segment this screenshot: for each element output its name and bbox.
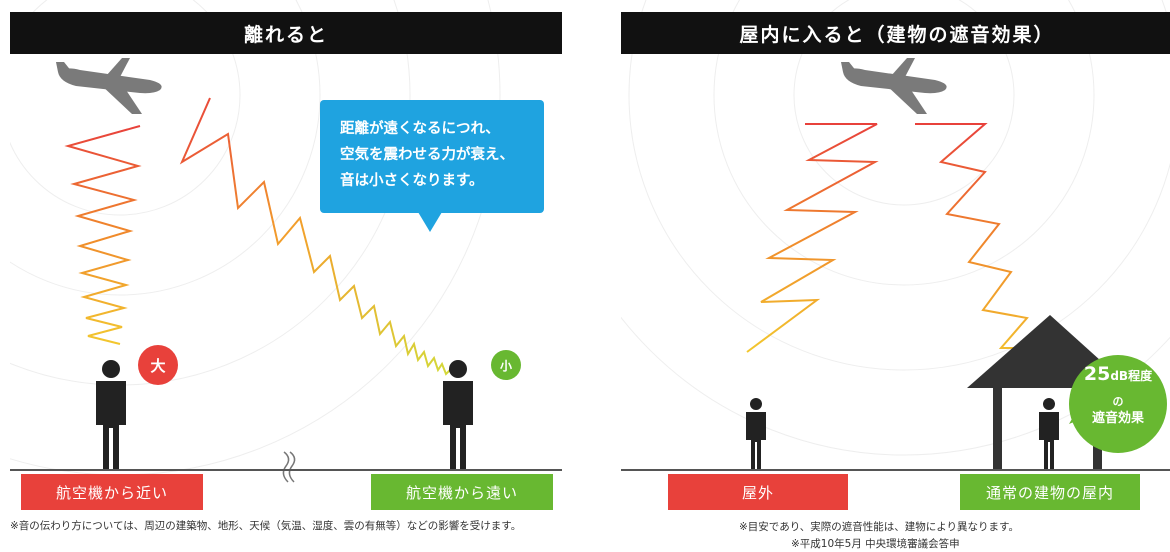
sound-ripple	[10, 0, 321, 296]
person-icon	[96, 360, 126, 469]
footnote-1: ※目安であり、実際の遮音性能は、建物により異なります。	[739, 521, 1020, 533]
bubble-tail	[418, 212, 442, 232]
bubble-line: 音は小さくなります。	[340, 173, 484, 189]
sound-ripple	[10, 0, 241, 216]
db-unit: dB程度	[1110, 369, 1153, 383]
break-mark-icon	[282, 451, 296, 483]
sound-ripple	[628, 0, 1170, 371]
ground-line	[10, 469, 562, 471]
label-indoor: 通常の建物の屋内	[960, 474, 1140, 510]
ground-line	[621, 469, 1170, 471]
label-far: 航空機から遠い	[371, 474, 553, 510]
db-value: 25	[1083, 363, 1111, 385]
panel-indoor: 屋内に入ると（建物の遮音効果） 25dB程度 の 遮音効果 屋外 通常の建物の屋…	[621, 0, 1170, 552]
bubble-line: 空気を震わせる力が衰え、	[340, 147, 514, 163]
person-icon	[746, 398, 766, 469]
sound-ripple	[713, 0, 1095, 286]
distance-scene	[10, 0, 501, 483]
db-particle: の	[1112, 395, 1124, 408]
person-icon	[443, 360, 473, 469]
db-effect: 遮音効果	[1091, 411, 1144, 426]
sound-ripple	[793, 0, 1015, 206]
sound-wave-near	[64, 125, 142, 345]
loud-badge: 大	[138, 345, 178, 385]
airplane-icon	[841, 58, 947, 114]
header-distance: 離れると	[10, 12, 562, 54]
footnote: ※音の伝わり方については、周辺の建築物、地形、天候（気温、湿度、雲の有無等）など…	[10, 520, 522, 532]
sound-wave-far	[179, 97, 451, 376]
sound-ripple	[621, 316, 1170, 456]
sound-insulation-badge: 25dB程度 の 遮音効果	[1069, 355, 1167, 453]
label-outdoor: 屋外	[668, 474, 848, 510]
sound-wave-outdoor	[746, 123, 879, 353]
panel-distance: 離れると 距離が遠くなるにつれ、 空気を震わせる力が衰え、 音は小さくなります。…	[10, 0, 562, 552]
bubble-line: 距離が遠くなるにつれ、	[340, 121, 500, 137]
quiet-badge: 小	[491, 350, 521, 380]
db-value-line: 25dB程度	[1069, 363, 1167, 385]
header-indoor: 屋内に入ると（建物の遮音効果）	[621, 12, 1170, 54]
airplane-icon	[56, 58, 162, 114]
footnote-2: ※平成10年5月 中央環境審議会答申	[791, 538, 960, 550]
label-near: 航空機から近い	[21, 474, 203, 510]
speech-bubble: 距離が遠くなるにつれ、 空気を震わせる力が衰え、 音は小さくなります。	[320, 100, 544, 213]
person-icon	[1039, 398, 1059, 469]
